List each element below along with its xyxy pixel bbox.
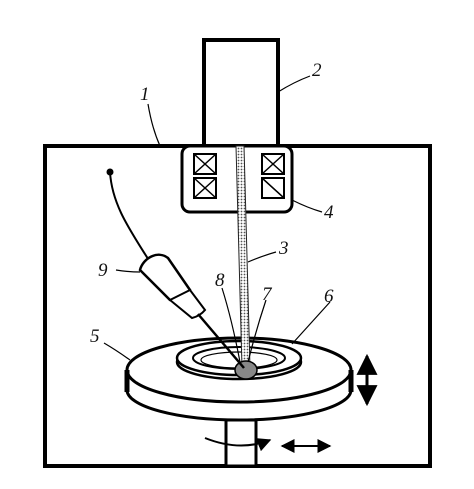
label-7: 7	[262, 284, 273, 305]
label-2: 2	[312, 60, 322, 81]
coil-winding-left	[193, 153, 217, 199]
label-5: 5	[90, 326, 100, 347]
label-9: 9	[98, 260, 108, 281]
electron-gun	[202, 38, 280, 148]
label-1: 1	[140, 84, 150, 105]
table-shaft	[204, 418, 332, 468]
weld-pool	[234, 360, 258, 380]
coil-winding-right	[261, 153, 285, 199]
leader-lines	[103, 75, 331, 363]
wire-feeder	[106, 168, 245, 369]
label-3: 3	[278, 238, 289, 259]
label-8: 8	[215, 270, 225, 291]
label-4: 4	[324, 202, 334, 223]
label-6: 6	[324, 286, 334, 307]
